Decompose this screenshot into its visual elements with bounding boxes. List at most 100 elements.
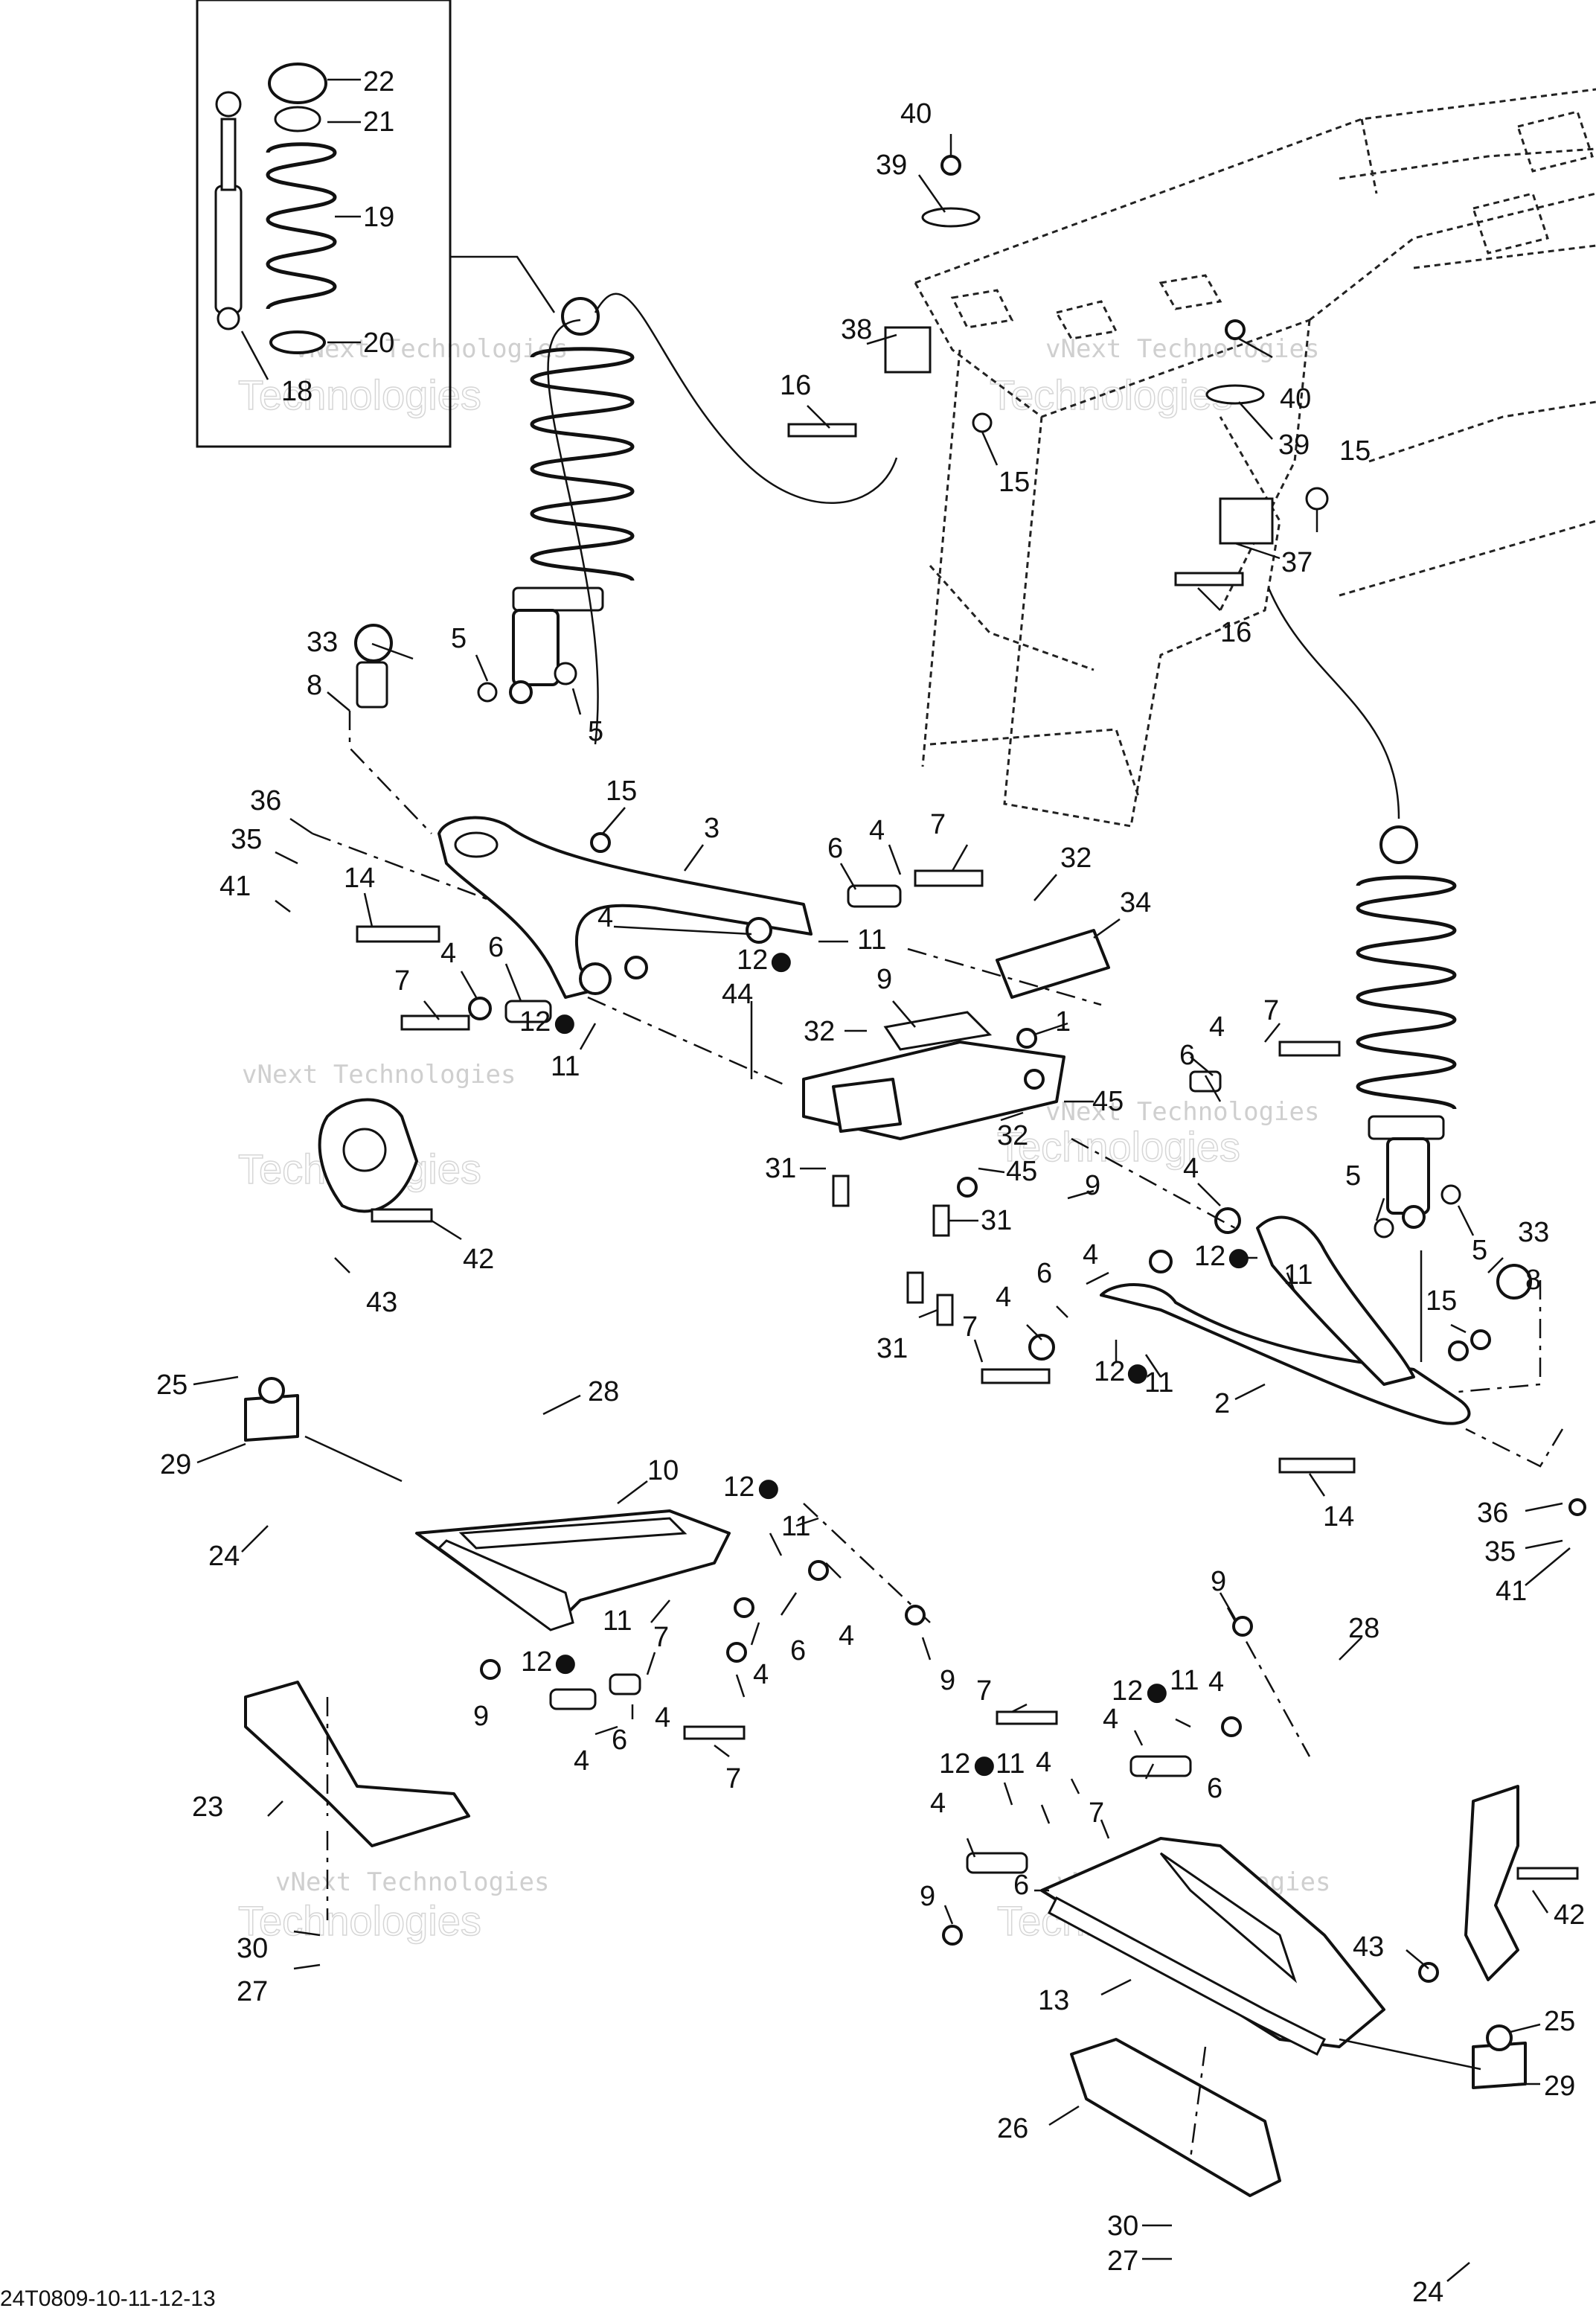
callout-label: 7: [725, 1763, 741, 1794]
watermark-text: vNext Technologies: [275, 1867, 549, 1897]
callout-label: 35: [1484, 1536, 1516, 1567]
callout-label: 28: [1348, 1613, 1379, 1644]
callout-label: 7: [1263, 995, 1279, 1026]
callout-label: 12: [519, 1006, 551, 1038]
callout-label: 15: [1426, 1285, 1457, 1317]
callout-label: 19: [363, 202, 394, 233]
oil-drop-icon: ●: [770, 946, 792, 976]
callout-label: 37: [1281, 547, 1313, 578]
callout-label: 7: [1089, 1797, 1104, 1829]
callout-label: 6: [1013, 1870, 1029, 1901]
callout-label: 23: [192, 1791, 223, 1823]
left-shock-absorber: [477, 297, 635, 704]
oil-drop-icon: ●: [1146, 1677, 1168, 1707]
callout-label: 40: [1280, 383, 1311, 415]
steering-knuckles: [318, 1098, 1579, 1981]
callout-label: 34: [1120, 887, 1151, 918]
watermark-text: Technologies: [997, 1123, 1240, 1170]
callout-label: 4: [1209, 1011, 1225, 1043]
callout-label: 11: [1283, 1259, 1313, 1291]
callout-label: 38: [841, 314, 872, 345]
callout-label: 9: [940, 1665, 955, 1696]
callout-label: 11: [1144, 1367, 1173, 1399]
hardware-parts: [354, 155, 1586, 1983]
callout-label: 21: [363, 106, 394, 138]
callout-label: 9: [1211, 1566, 1226, 1597]
callout-label: 25: [1544, 2006, 1575, 2037]
callout-label: 30: [1107, 2211, 1138, 2242]
callout-label: 41: [1496, 1576, 1527, 1607]
callout-label: 7: [976, 1675, 992, 1707]
callout-label: 26: [997, 2113, 1028, 2144]
callout-label: 11: [857, 924, 886, 956]
callout-label: 4: [996, 1282, 1011, 1313]
callout-label: 31: [981, 1205, 1012, 1236]
callout-label: 11: [603, 1605, 632, 1637]
callout-label: 4: [574, 1745, 589, 1777]
callout-label: 42: [463, 1244, 494, 1275]
upper-a-arm-right: [981, 1041, 1471, 1474]
callout-label: 5: [451, 623, 467, 654]
shock-inset-box: [196, 0, 556, 448]
callout-label: 24: [1412, 2277, 1443, 2308]
watermarks: vNext Technologies Technologies vNext Te…: [237, 334, 1330, 1945]
watermark-text: vNext Technologies: [242, 1060, 516, 1090]
watermark-text: Technologies: [990, 371, 1233, 418]
skid-plates: [244, 1681, 1281, 2197]
callout-label: 41: [219, 871, 251, 902]
callout-label: 13: [1038, 1985, 1069, 2016]
callout-label: 12: [1112, 1675, 1143, 1707]
callout-label: 4: [597, 902, 613, 933]
callout-label: 9: [876, 964, 892, 995]
callout-label: 6: [612, 1725, 627, 1756]
callout-label: 4: [869, 815, 885, 846]
callout-label: 7: [962, 1311, 978, 1343]
callout-label: 11: [781, 1511, 810, 1542]
alignment-lines: [304, 293, 1564, 2159]
callout-label: 36: [1477, 1497, 1508, 1529]
callout-label: 43: [366, 1287, 397, 1318]
callout-label: 35: [231, 824, 262, 855]
callout-label: 33: [307, 627, 338, 658]
callout-label: 4: [440, 938, 456, 969]
callout-label: 18: [281, 376, 313, 407]
callout-label: 4: [1208, 1666, 1224, 1698]
oil-drop-icon: ●: [1228, 1242, 1250, 1272]
ball-joints: [244, 1377, 1527, 2089]
callout-label: 11: [551, 1051, 580, 1082]
callout-label: 36: [250, 785, 281, 816]
callout-label: 44: [722, 979, 753, 1010]
callout-label: 10: [647, 1455, 679, 1486]
callout-label: 4: [1083, 1239, 1098, 1270]
callout-label: 12: [1194, 1241, 1225, 1272]
upper-a-arm-left: [356, 816, 984, 1031]
lower-a-arm-right: [1040, 1837, 1385, 2056]
callout-label: 12: [939, 1748, 970, 1780]
callout-label: 16: [1220, 617, 1252, 648]
callout-label: 4: [753, 1659, 769, 1690]
callout-label: 29: [1544, 2071, 1575, 2102]
callout-label: 6: [790, 1635, 806, 1666]
callout-label: 43: [1353, 1931, 1384, 1963]
callout-label: 5: [1345, 1160, 1361, 1192]
callout-label: 14: [344, 863, 375, 894]
vehicle-frame: [914, 88, 1596, 828]
callout-label: 20: [363, 327, 394, 359]
callout-label: 22: [363, 66, 394, 98]
callout-label: 6: [1036, 1258, 1052, 1289]
callout-label: 42: [1554, 1899, 1585, 1931]
callout-label: 28: [588, 1376, 619, 1407]
watermark-text: vNext Technologies: [294, 334, 568, 364]
diagram-reference-code: 24T0809-10-11-12-13: [0, 2286, 216, 2311]
callout-label: 6: [1179, 1040, 1195, 1071]
callout-label: 7: [394, 965, 410, 997]
callouts: 22 21 19 20 18 40 39 38 16 15 40 39 15 3…: [0, 66, 1585, 2311]
callout-label: 4: [1103, 1704, 1118, 1735]
callout-label: 12: [723, 1471, 754, 1503]
callout-label: 4: [839, 1620, 854, 1652]
callout-label: 16: [780, 370, 811, 401]
watermark-text: vNext Technologies: [1045, 334, 1319, 364]
callout-label: 31: [765, 1153, 796, 1184]
watermark-text: Technologies: [238, 1897, 481, 1944]
callout-label: 32: [1060, 843, 1092, 874]
